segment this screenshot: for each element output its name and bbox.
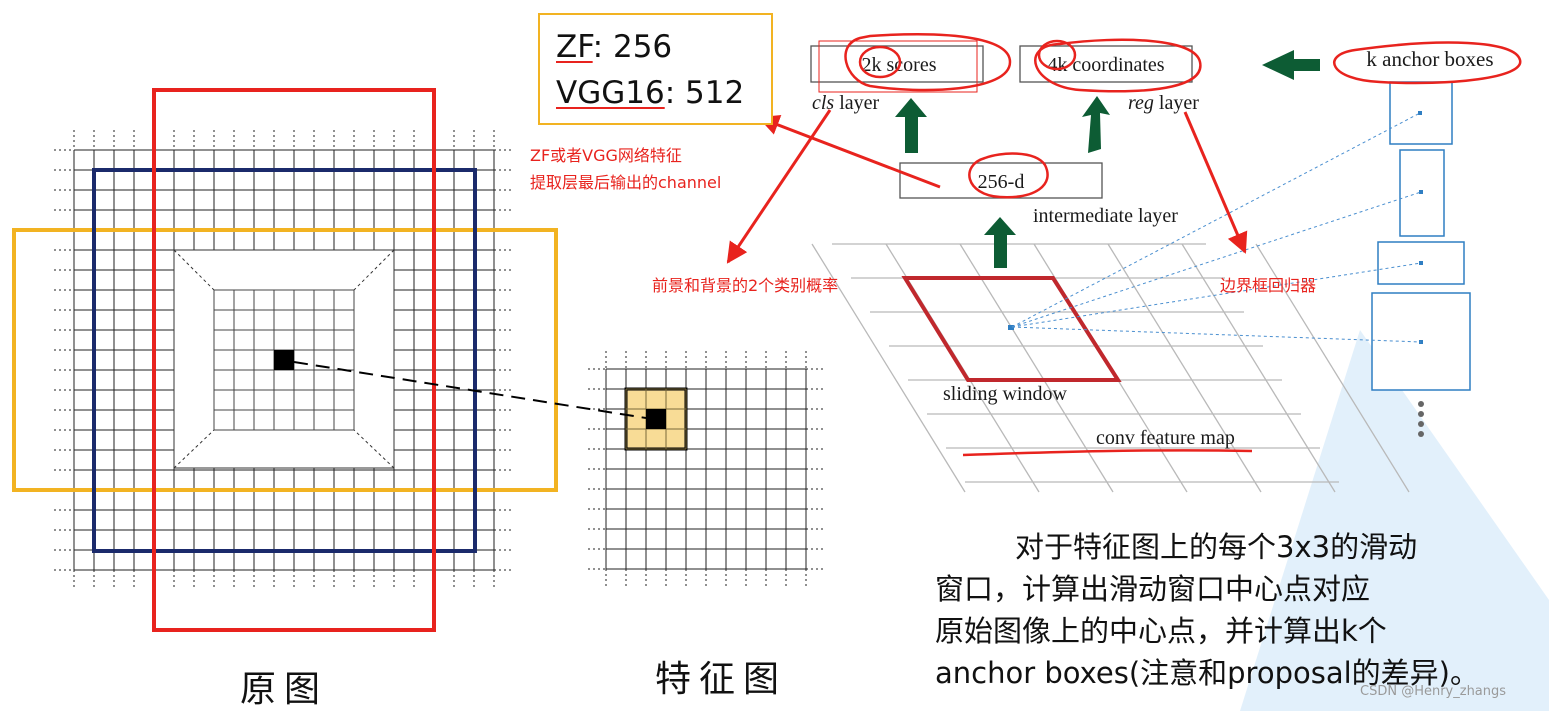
reg-note: 边界框回归器 — [1220, 276, 1316, 295]
cls-box-highlight — [818, 40, 978, 93]
sliding-window-label: sliding window — [943, 383, 1067, 405]
anchor-square-box — [92, 168, 477, 553]
conv-feature-map-label: conv feature map — [1096, 427, 1235, 449]
grid-line — [811, 243, 966, 493]
description-line: anchor boxes(注意和proposal的差异)。 — [935, 656, 1479, 690]
cls-layer-label: cls layer — [812, 92, 880, 114]
cls-note: 前景和背景的2个类别概率 — [652, 276, 838, 295]
channel-note-line2: 提取层最后输出的channel — [530, 173, 721, 192]
feature-center-point — [646, 409, 666, 429]
receptive-field-region — [173, 249, 395, 469]
original-center-point — [274, 350, 294, 370]
more-anchors-ellipsis — [1418, 401, 1424, 437]
description-line: 对于特征图上的每个3x3的滑动 — [1015, 530, 1418, 564]
up-arrow-icon — [1082, 96, 1110, 153]
anchor-boxes-title: k anchor boxes — [1366, 47, 1493, 71]
arrow-to-reg-note — [1183, 111, 1248, 254]
intermediate-box-label: 256-d — [978, 171, 1025, 193]
window-center-point — [1008, 325, 1014, 330]
red-highlights — [545, 33, 1522, 457]
backdrop-triangle — [1240, 330, 1549, 711]
up-arrow-icon — [984, 217, 1016, 268]
original-image-caption: 原图 — [240, 669, 329, 710]
zf-dimension: ZF: 256 — [556, 29, 672, 65]
vgg-label: VGG16 — [556, 75, 665, 111]
intermediate-layer-label: intermediate layer — [1033, 205, 1178, 227]
feature-map-grid — [588, 351, 824, 587]
anchor-wide-box — [12, 228, 558, 492]
channel-dimension-box: ZF: 256 VGG16: 512 — [538, 13, 773, 125]
intermediate-box — [899, 162, 1103, 199]
feature-map-caption: 特征图 — [655, 659, 788, 700]
arrow-to-channel-box — [758, 114, 941, 189]
anchor-dotted-links — [1011, 112, 1422, 343]
zf-value: : 256 — [592, 29, 673, 65]
channel-note-line1: ZF或者VGG网络特征 — [530, 146, 682, 165]
reg-box — [1019, 45, 1193, 83]
anchor-tall-box — [152, 88, 436, 632]
description-line: 窗口，计算出滑动窗口中心点对应 — [935, 572, 1371, 606]
up-arrow-icon — [895, 98, 927, 153]
reg-box-label: 4k coordinates — [1047, 54, 1164, 76]
mapping-dashed-line — [293, 361, 647, 419]
arrow-to-cls-note — [726, 109, 832, 264]
green-arrows — [895, 50, 1320, 268]
left-arrow-icon — [1262, 50, 1320, 80]
description-text: 对于特征图上的每个3x3的滑动 窗口，计算出滑动窗口中心点对应 原始图像上的中心… — [935, 526, 1535, 694]
vgg-value: : 512 — [664, 75, 745, 111]
description-line: 原始图像上的中心点，并计算出k个 — [935, 614, 1387, 648]
grid-line — [1181, 243, 1336, 493]
zf-label: ZF — [556, 29, 593, 65]
cls-box — [810, 45, 984, 83]
reg-layer-label: reg layer — [1128, 92, 1199, 114]
vgg-dimension: VGG16: 512 — [556, 75, 744, 111]
red-annotation-arrows — [726, 109, 1248, 264]
watermark: CSDN @Henry_zhangs — [1360, 684, 1507, 699]
anchor-centers — [1008, 111, 1423, 344]
sliding-window-quad — [901, 276, 1122, 382]
